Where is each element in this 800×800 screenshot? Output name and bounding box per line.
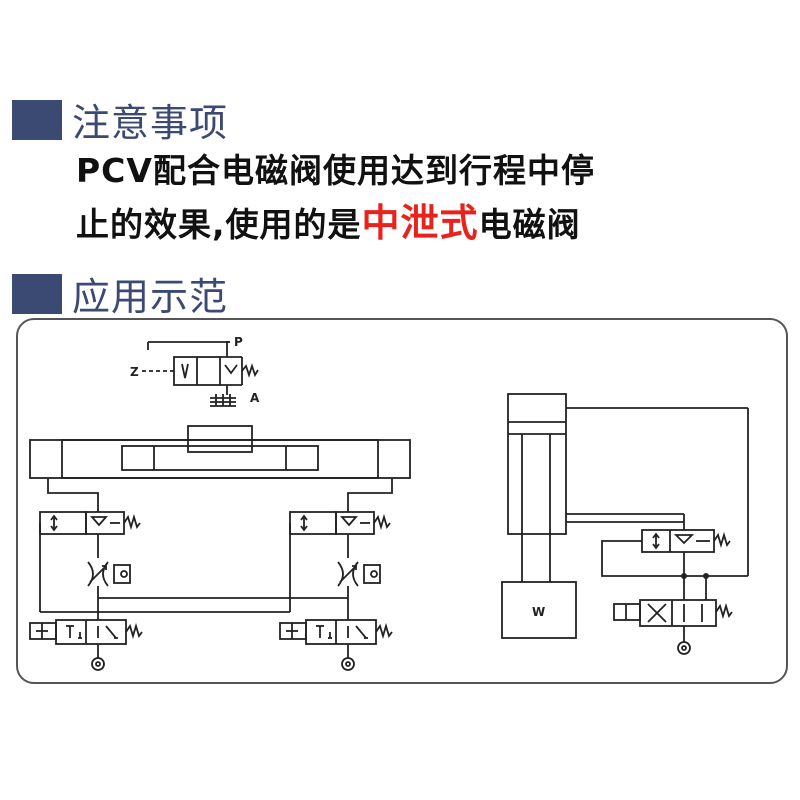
- section-header-notice: 注意事项: [12, 92, 228, 147]
- solenoid-valve-w: [613, 599, 733, 655]
- notice-line-2-pre: 止的效果,使用的是: [76, 205, 362, 244]
- notice-highlight: 中泄式: [361, 201, 479, 245]
- directional-valve-left: [39, 511, 141, 620]
- diagram-frame: P Z A W: [16, 318, 788, 684]
- section-marker: [12, 273, 62, 314]
- load-weight: [501, 581, 577, 639]
- pilot-valve: [142, 341, 259, 407]
- section-title-example: 应用示范: [72, 275, 229, 319]
- section-marker: [12, 99, 62, 140]
- junction-dot: [681, 573, 687, 579]
- section-title-notice: 注意事项: [72, 101, 229, 145]
- solenoid-valve-right: [279, 619, 393, 671]
- notice-line-1: PCV配合电磁阀使用达到行程中停: [76, 151, 595, 190]
- solenoid-valve-left: [29, 619, 143, 671]
- notice-line-2-post: 电磁阀: [478, 205, 581, 244]
- label-w: W: [532, 605, 545, 619]
- pneumatic-circuit-diagram: P Z A W: [29, 335, 749, 671]
- rodless-cylinder: [29, 425, 411, 479]
- notice-line-2: 止的效果,使用的是中泄式电磁阀: [76, 192, 581, 247]
- directional-valve-right: [289, 511, 391, 620]
- label-z: Z: [130, 365, 139, 379]
- junction-dot: [703, 573, 709, 579]
- label-a: A: [250, 391, 260, 405]
- label-p: P: [234, 335, 243, 349]
- vertical-cylinder: [507, 393, 749, 582]
- pilot-check-valve: [601, 529, 748, 600]
- section-header-example: 应用示范: [12, 266, 228, 321]
